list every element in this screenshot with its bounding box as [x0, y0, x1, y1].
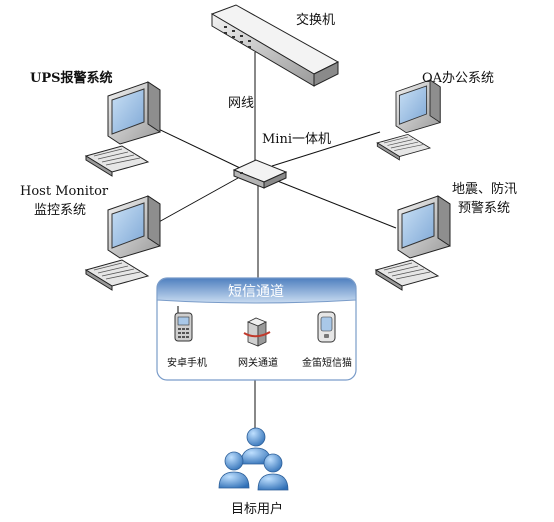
target-users-label: 目标用户 — [231, 501, 283, 517]
host-monitor-label-line1: Host Monitor — [20, 184, 109, 199]
quake-label-line2: 预警系统 — [458, 200, 510, 216]
sms-modem-icon — [317, 311, 336, 343]
switch-device — [210, 4, 340, 87]
sms-channel-title: 短信通道 — [228, 284, 284, 300]
android-phone-icon — [174, 306, 193, 342]
quake-warning-computer — [375, 195, 451, 291]
line-hub-ups — [149, 124, 241, 169]
quake-label-line1: 地震、防汛 — [452, 181, 517, 197]
line-hub-host — [147, 177, 239, 229]
cable-label: 网线 — [228, 96, 254, 111]
line-hub-quake — [274, 179, 397, 229]
target-users-icon — [218, 427, 289, 491]
sms-item-label-1: 网关通道 — [238, 356, 278, 369]
hub-label: Mini一体机 — [262, 132, 331, 147]
connection-lines — [147, 52, 397, 428]
sms-item-label-2: 金笛短信猫 — [302, 356, 352, 369]
switch-label: 交换机 — [296, 12, 335, 28]
oa-label: OA办公系统 — [422, 71, 494, 86]
gateway-server-icon — [243, 317, 271, 347]
sms-item-label-0: 安卓手机 — [167, 356, 207, 369]
sms-channel-panel: 短信通道 安卓手机 网关通道 金笛短信猫 — [156, 277, 357, 381]
host-monitor-label-line2: 监控系统 — [34, 203, 86, 218]
line-hub-oa — [271, 131, 381, 167]
ups-label: UPS报警系统 — [30, 70, 113, 86]
oa-computer — [376, 79, 441, 161]
mini-hub-device — [232, 159, 288, 189]
ups-computer — [85, 81, 161, 177]
host-monitor-computer — [85, 195, 161, 291]
